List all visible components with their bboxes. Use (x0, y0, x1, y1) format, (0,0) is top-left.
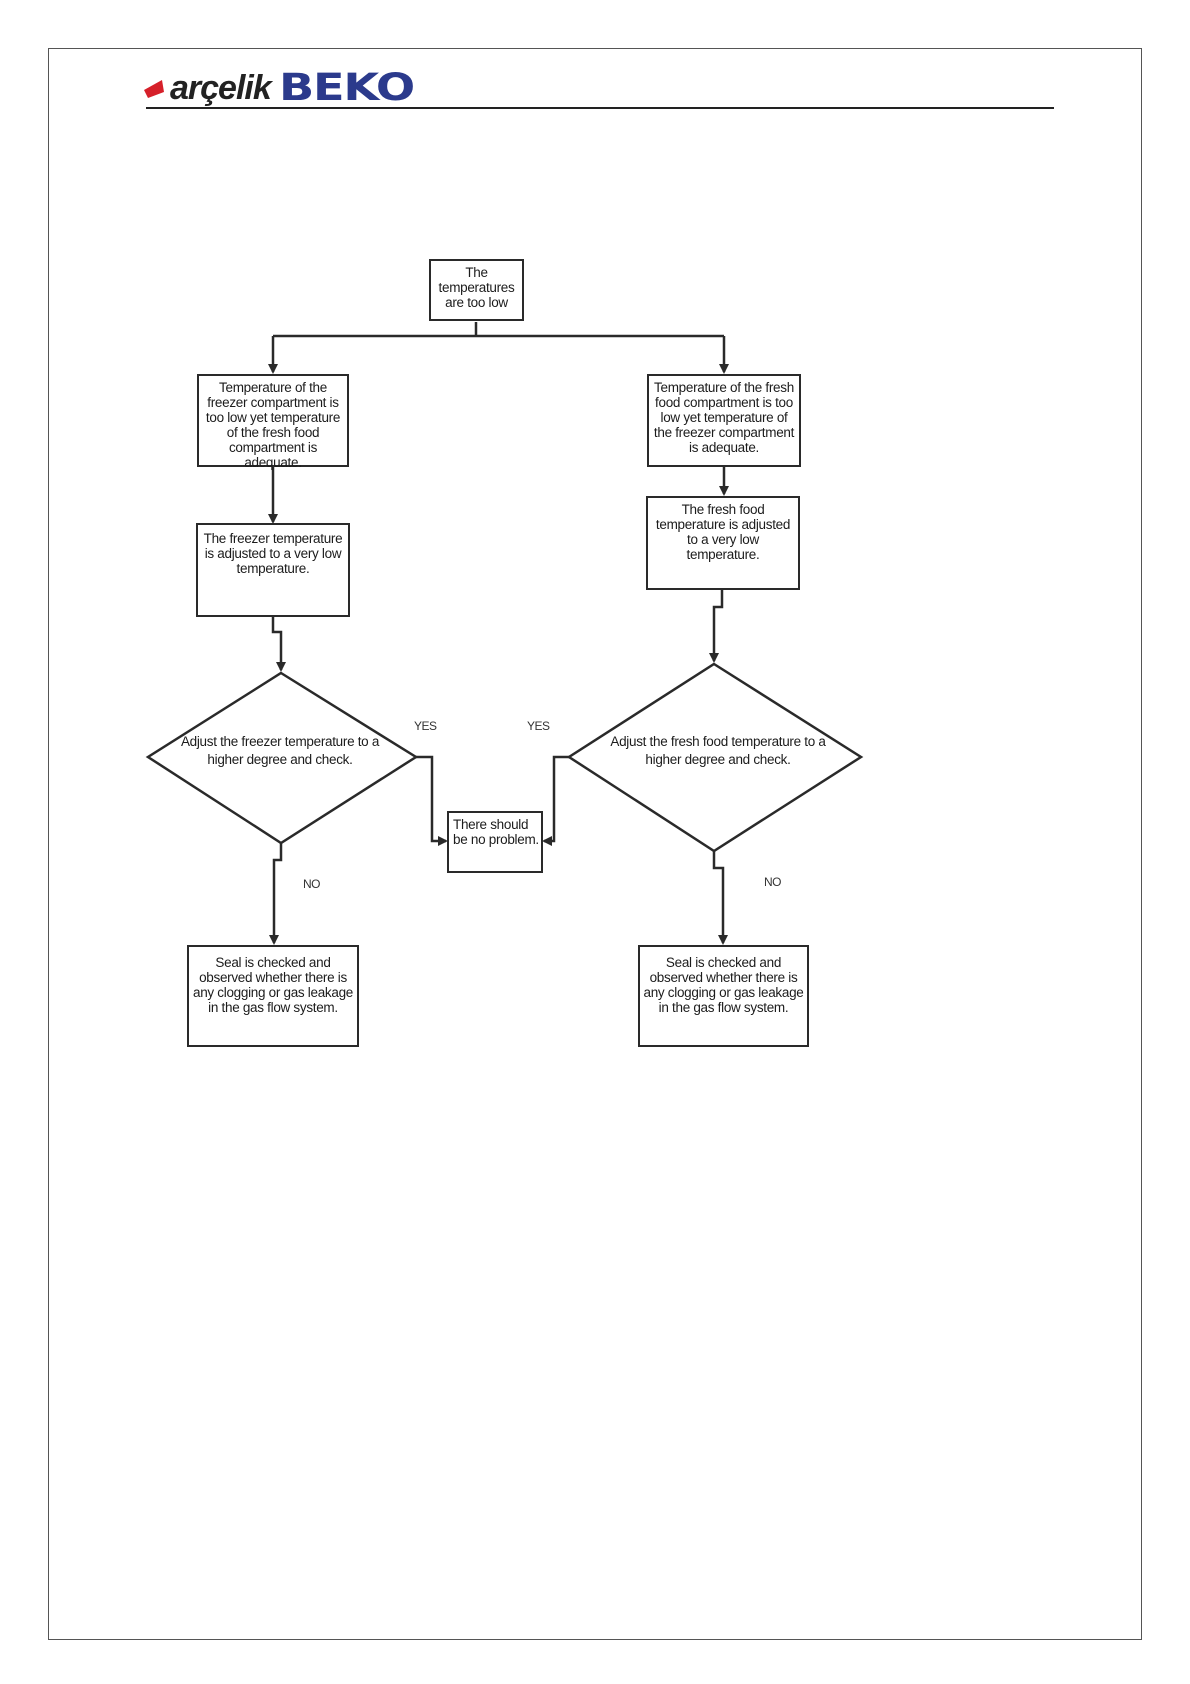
connector-right-yes (542, 755, 569, 846)
right-cause-box: The fresh food temperature is adjusted t… (646, 496, 800, 590)
left-cause-text: The freezer temperature is adjusted to a… (203, 531, 343, 576)
yes-outcome-box: There should be no problem. (447, 811, 543, 873)
left-no-action-box: Seal is checked and observed whether the… (187, 945, 359, 1047)
left-decision-text: Adjust the freezer temperature to a high… (180, 734, 380, 767)
brand-arcelik: arçelik (170, 69, 272, 107)
decision-right-diamond (566, 662, 864, 853)
right-condition-text: Temperature of the fresh food compartmen… (653, 380, 795, 455)
right-cause-text: The fresh food temperature is adjusted t… (655, 502, 791, 562)
right-condition-box: Temperature of the fresh food compartmen… (647, 374, 801, 467)
left-cause-box: The freezer temperature is adjusted to a… (196, 523, 350, 617)
brand-beko: BEKO (278, 66, 415, 109)
left-no-label: NO (303, 877, 321, 891)
brand-logo: arçelik BEKO (142, 68, 415, 108)
connector-right-cause-decision (709, 590, 724, 663)
left-condition-box: Temperature of the freezer compartment i… (197, 374, 349, 470)
connector-left-cause-decision (271, 616, 286, 672)
right-yes-label: YES (527, 719, 550, 733)
page-frame (48, 48, 1142, 1640)
right-decision-text: Adjust the fresh food temperature to a h… (610, 734, 826, 767)
left-condition-text: Temperature of the freezer compartment i… (205, 380, 341, 470)
arcelik-mark-icon (144, 80, 164, 98)
left-no-action-text: Seal is checked and observed whether the… (192, 955, 354, 1015)
left-yes-label: YES (414, 719, 437, 733)
connector-left-yes (416, 755, 448, 846)
connector-left-no (269, 843, 283, 945)
right-no-action-box: Seal is checked and observed whether the… (638, 945, 809, 1047)
decision-left-diamond (145, 671, 419, 845)
start-box: The temperatures are too low (429, 259, 524, 321)
connector-right-no (712, 851, 728, 945)
yes-outcome-text: There should be no problem. (453, 817, 539, 847)
right-no-action-text: Seal is checked and observed whether the… (643, 955, 804, 1015)
right-no-label: NO (764, 875, 782, 889)
header-rule (146, 107, 1054, 109)
start-text: The temperatures are too low (438, 265, 515, 310)
